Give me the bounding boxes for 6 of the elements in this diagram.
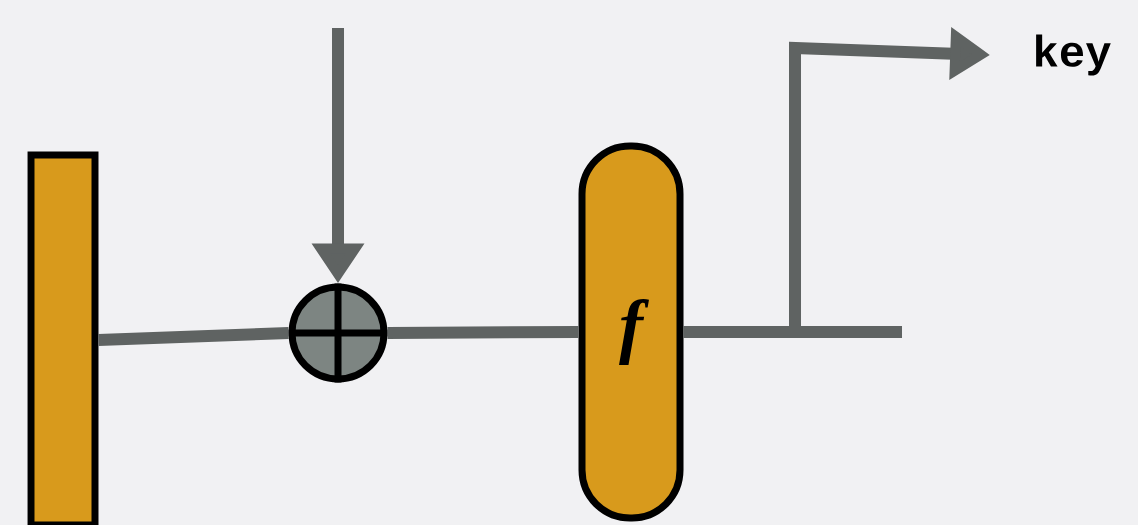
function-box: f [578, 142, 684, 522]
connector-line [387, 326, 579, 339]
connector-line [683, 326, 902, 338]
output-label: key [1036, 34, 1111, 76]
connector-line [98, 327, 289, 346]
vertical-bar [27, 151, 99, 525]
